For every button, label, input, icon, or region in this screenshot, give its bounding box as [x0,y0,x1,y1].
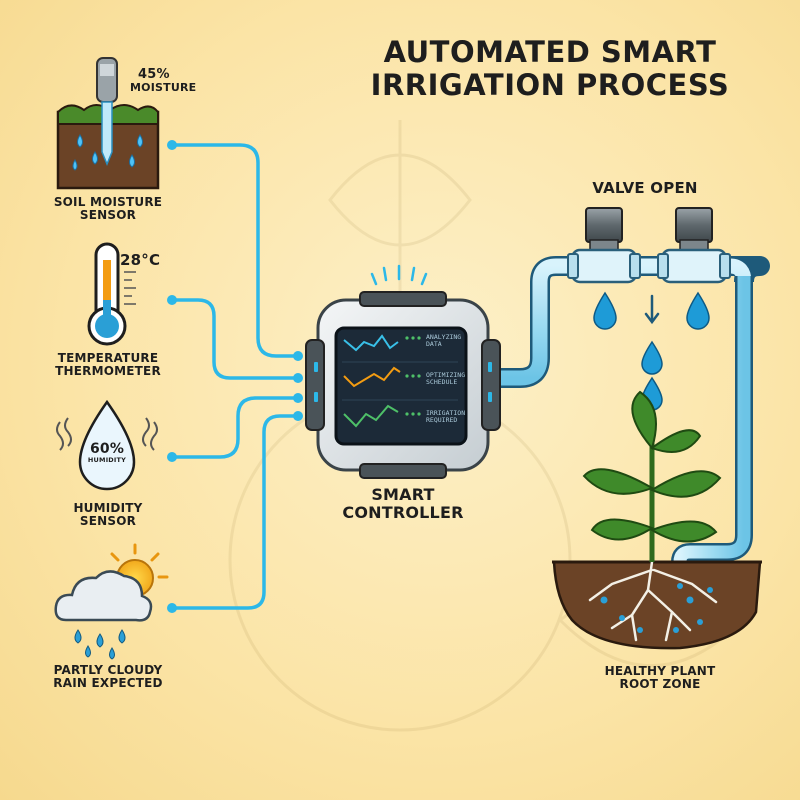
plant-root-zone-icon [552,390,762,650]
controller-label-line-2: CONTROLLER [342,502,464,522]
controller-label-line-1: SMART [371,485,435,504]
solenoid-valve-icon [567,207,641,284]
soil-label-line-1: SOIL MOISTURE [53,195,163,209]
soil-moisture-label: SOIL MOISTURE SENSOR [30,195,186,223]
screen-status-3: IRRIGATION REQUIRED [426,409,466,425]
sensor-wires [170,143,300,610]
weather-label-line-1: PARTLY CLOUDY [53,663,163,677]
partly-cloudy-icon [54,543,169,660]
soil-moisture-value: 45% [138,67,170,82]
weather-label-line-2: RAIN EXPECTED [53,676,163,691]
weather-label: PARTLY CLOUDY RAIN EXPECTED [22,663,194,691]
water-drop-icons [593,291,710,411]
controller-label: SMART CONTROLLER [313,486,493,521]
plant-label-line-1: HEALTHY PLANT [604,664,716,678]
wire-endpoints [167,140,303,613]
temperature-label: TEMPERATURE THERMOMETER [30,351,186,379]
solenoid-valve-icon [657,207,731,284]
humidity-label-line-2: SENSOR [79,514,137,529]
soil-label-line-2: SENSOR [79,208,137,223]
water-pipes [488,256,770,575]
page-title: AUTOMATED SMART IRRIGATION PROCESS [340,36,760,102]
screen-status-1-line-1: ANALYZING [426,333,462,341]
screen-status-2-line-1: OPTIMIZING [426,371,466,379]
soil-moisture-unit-label: MOISTURE [130,81,197,95]
screen-status-2-line-2: SCHEDULE [426,378,458,387]
screen-status-3-line-2: REQUIRED [426,416,458,425]
temperature-reading: 28°C [120,251,161,269]
flow-arrow-icon [644,294,660,325]
humidity-unit-label: HUMIDITY [87,456,127,465]
plant-label: HEALTHY PLANT ROOT ZONE [570,664,750,692]
screen-status-3-line-1: IRRIGATION [426,409,466,417]
smart-controller-icon [305,264,501,479]
temperature-label-line-2: THERMOMETER [55,364,161,379]
thermometer-icon [87,242,136,346]
humidity-drop-icon [56,399,158,491]
screen-status-1-line-2: DATA [426,340,442,349]
valve-label: VALVE OPEN [592,179,698,197]
humidity-label: HUMIDITY SENSOR [30,501,186,529]
humidity-value: 60% [89,441,125,457]
humidity-label-line-1: HUMIDITY [73,501,143,515]
title-line-2: IRRIGATION PROCESS [370,67,730,102]
soil-moisture-sensor-icon [56,57,160,190]
temperature-label-line-1: TEMPERATURE [57,351,159,365]
title-line-1: AUTOMATED SMART [383,35,717,69]
humidity-reading: 60% HUMIDITY [80,441,134,465]
screen-status-2: OPTIMIZING SCHEDULE [426,371,466,387]
soil-moisture-reading: 45% MOISTURE [130,67,200,95]
screen-status-1: ANALYZING DATA [426,333,462,349]
plant-label-line-2: ROOT ZONE [619,677,701,692]
